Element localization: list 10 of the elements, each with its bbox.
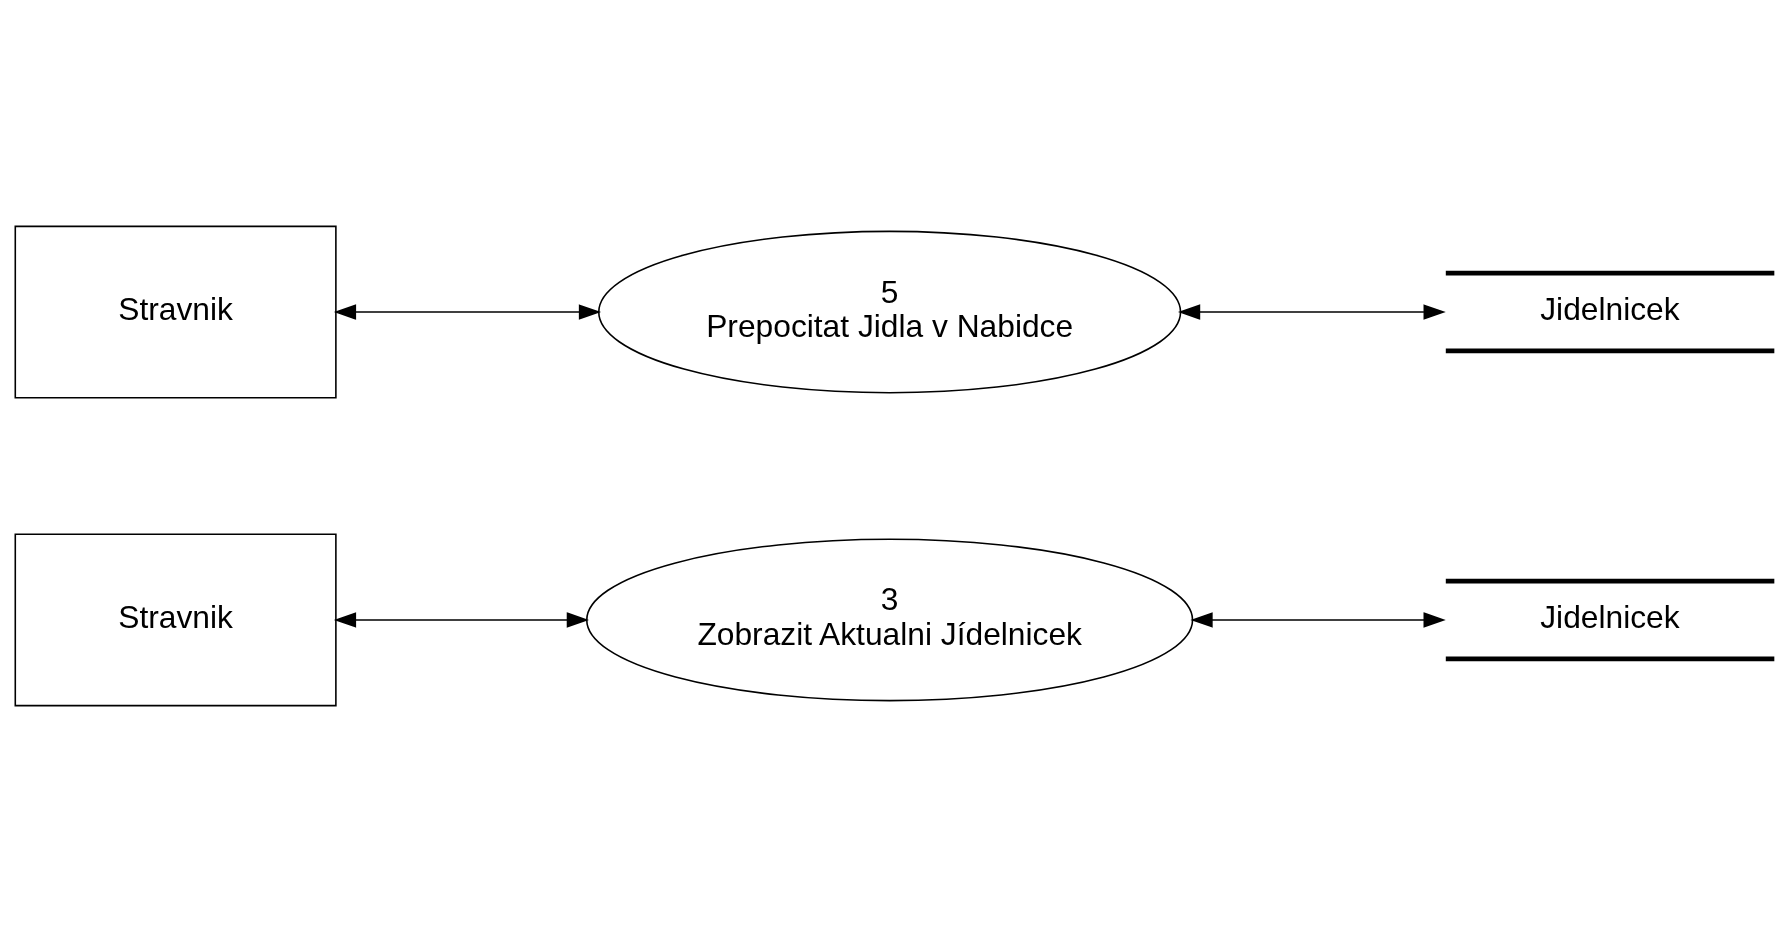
arrow bbox=[1177, 303, 1446, 320]
arrow bbox=[1190, 611, 1446, 628]
node-box: Stravnik bbox=[14, 532, 337, 706]
arrow bbox=[333, 303, 602, 320]
node-box: Stravnik bbox=[14, 225, 337, 399]
node-text: Jidelnicek bbox=[1540, 598, 1680, 635]
node-ellipse: 3 Zobrazit Aktualni Jídelnicek bbox=[585, 538, 1194, 701]
arrow bbox=[333, 611, 589, 628]
node-text: Jidelnicek bbox=[1540, 290, 1680, 327]
node-ellipse: 5 Prepocitat Jidla v Nabidce bbox=[597, 230, 1182, 393]
